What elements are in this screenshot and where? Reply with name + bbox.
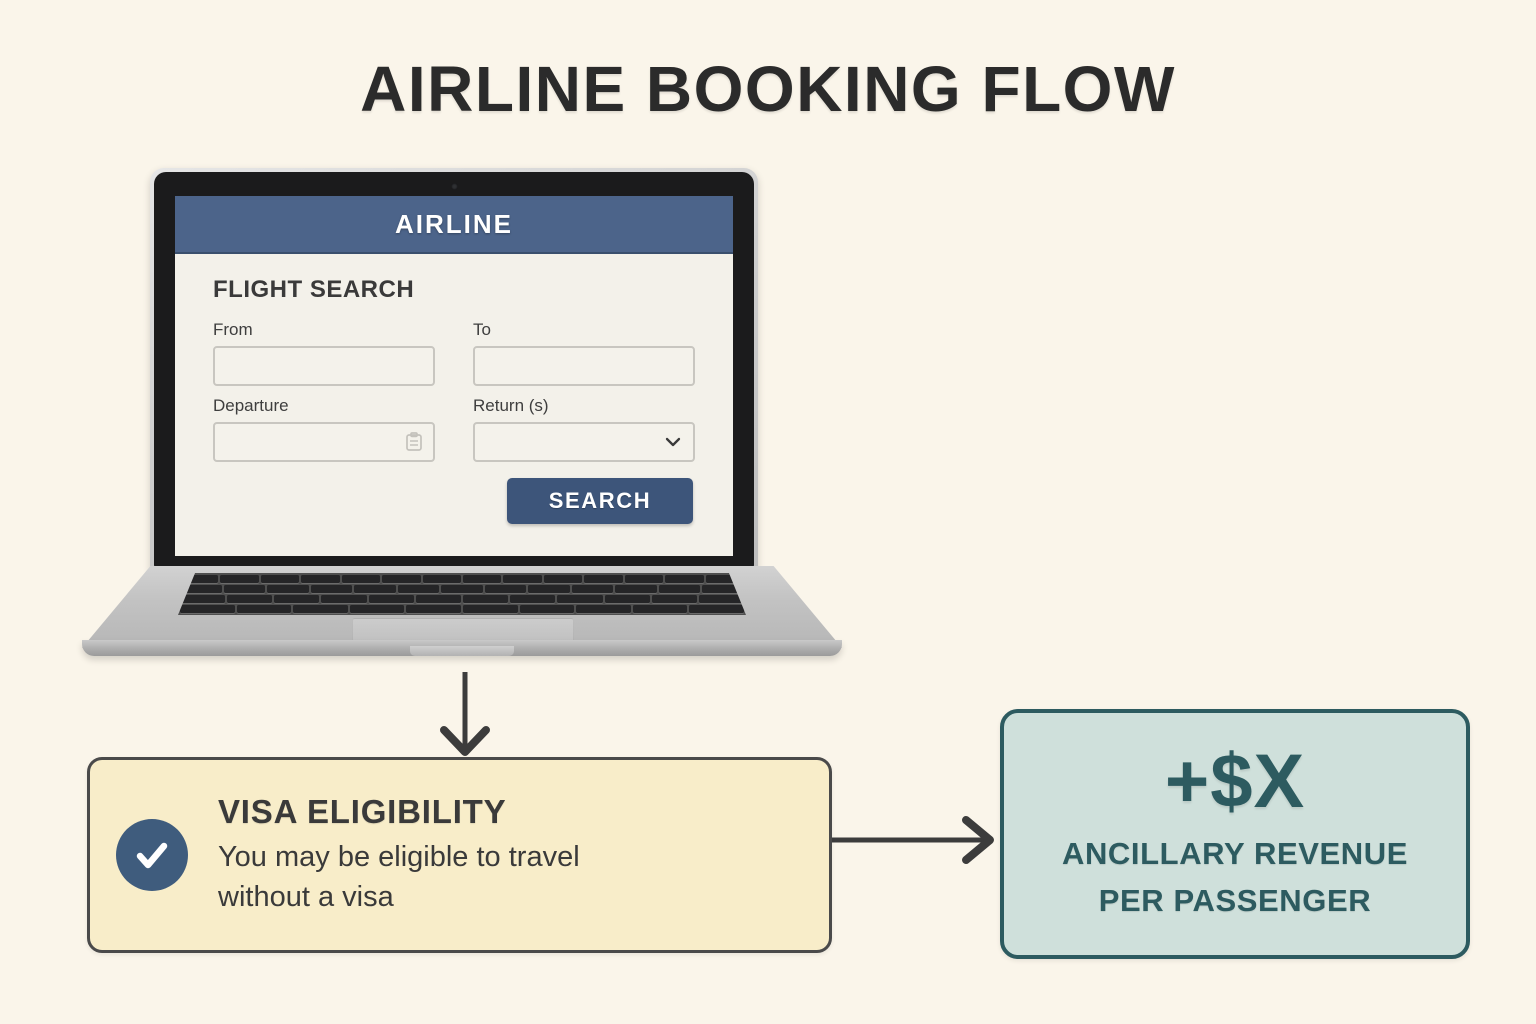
page-title: AIRLINE BOOKING FLOW [360, 53, 1176, 125]
keyboard-row [180, 605, 744, 613]
keyboard-key [571, 585, 614, 593]
field-return: Return (s) [473, 396, 695, 462]
keyboard-key [397, 585, 440, 593]
field-label-departure: Departure [213, 396, 289, 415]
keyboard-key [584, 575, 623, 583]
keyboard-key [422, 575, 461, 583]
keyboard-key [503, 575, 542, 583]
webcam-icon [450, 183, 458, 190]
keyboard-key [260, 575, 300, 583]
keyboard-key [415, 595, 461, 603]
field-row-origin-destination: From To [213, 320, 695, 386]
app-header: AIRLINE [175, 196, 733, 254]
keyboard-key [543, 575, 583, 583]
laptop-base [82, 566, 842, 662]
keyboard-key [651, 595, 697, 603]
calendar-icon [405, 432, 423, 452]
app-brand-title: AIRLINE [395, 208, 513, 239]
revenue-amount: +$X [1164, 738, 1306, 824]
keyboard-key [665, 575, 704, 583]
revenue-label-line-2: PER PASSENGER [1098, 883, 1372, 918]
keyboard-key [557, 595, 603, 603]
keyboard-key [179, 595, 226, 603]
field-label-return: Return (s) [473, 396, 549, 415]
keyboard-key [689, 605, 744, 613]
laptop-illustration: AIRLINE FLIGHT SEARCH From To D [82, 168, 842, 684]
keyboard-key [406, 605, 461, 613]
visa-card-body-line-1: You may be eligible to travel [218, 840, 580, 873]
visa-eligibility-card: VISA ELIGIBILITY You may be eligible to … [87, 757, 832, 953]
keyboard-row [180, 575, 744, 583]
visa-card-body-line-2: without a visa [218, 881, 394, 913]
keyboard-key [301, 575, 340, 583]
keyboard-row [179, 595, 745, 603]
laptop-screen: AIRLINE FLIGHT SEARCH From To D [175, 196, 733, 556]
field-label-from: From [213, 320, 253, 339]
keyboard-key [484, 585, 527, 593]
keyboard-key [180, 585, 222, 593]
field-row-dates: Departure [213, 396, 695, 462]
field-to: To [473, 320, 695, 386]
keyboard-key [463, 575, 502, 583]
field-from: From [213, 320, 435, 386]
check-circle-icon [116, 819, 188, 891]
arrow-right-visa-to-revenue [830, 816, 994, 864]
keyboard-key [615, 585, 657, 593]
visa-card-title: VISA ELIGIBILITY [218, 792, 507, 830]
keyboard-key [702, 585, 744, 593]
revenue-label-line-1: ANCILLARY REVENUE [1061, 835, 1409, 871]
laptop-keyboard [178, 573, 746, 615]
keyboard-key [180, 605, 235, 613]
keyboard-key [349, 605, 405, 613]
keyboard-key [267, 585, 309, 593]
keyboard-key [519, 605, 575, 613]
keyboard-key [382, 575, 421, 583]
from-input[interactable] [213, 346, 435, 386]
keyboard-key [441, 585, 483, 593]
keyboard-row [180, 585, 744, 593]
keyboard-key [463, 605, 518, 613]
search-button[interactable]: SEARCH [507, 478, 693, 524]
keyboard-key [236, 605, 292, 613]
keyboard-key [658, 585, 701, 593]
flight-search-form: FLIGHT SEARCH From To Departure [175, 254, 733, 524]
laptop-front-notch [410, 646, 514, 656]
keyboard-key [180, 575, 219, 583]
keyboard-key [223, 585, 266, 593]
keyboard-key [220, 575, 259, 583]
departure-date-input[interactable] [213, 422, 435, 462]
keyboard-key [604, 595, 650, 603]
keyboard-key [341, 575, 381, 583]
keyboard-key [632, 605, 688, 613]
keyboard-key [698, 595, 745, 603]
keyboard-key [705, 575, 744, 583]
keyboard-key [310, 585, 353, 593]
section-title-flight-search: FLIGHT SEARCH [213, 276, 415, 303]
keyboard-key [227, 595, 273, 603]
keyboard-key [576, 605, 631, 613]
field-label-to: To [473, 320, 491, 339]
ancillary-revenue-card: +$X ANCILLARY REVENUE PER PASSENGER [1000, 709, 1470, 959]
keyboard-key [368, 595, 414, 603]
arrow-down-laptop-to-visa [440, 672, 490, 756]
keyboard-key [463, 595, 509, 603]
search-button-row: SEARCH [213, 478, 695, 524]
field-departure: Departure [213, 396, 435, 462]
to-input[interactable] [473, 346, 695, 386]
keyboard-key [624, 575, 664, 583]
keyboard-key [321, 595, 367, 603]
keyboard-key [510, 595, 556, 603]
visa-card-text: VISA ELIGIBILITY You may be eligible to … [218, 793, 580, 917]
return-select[interactable] [473, 422, 695, 462]
keyboard-key [354, 585, 396, 593]
chevron-down-icon [663, 435, 683, 449]
keyboard-key [528, 585, 570, 593]
keyboard-key [293, 605, 348, 613]
keyboard-key [274, 595, 320, 603]
